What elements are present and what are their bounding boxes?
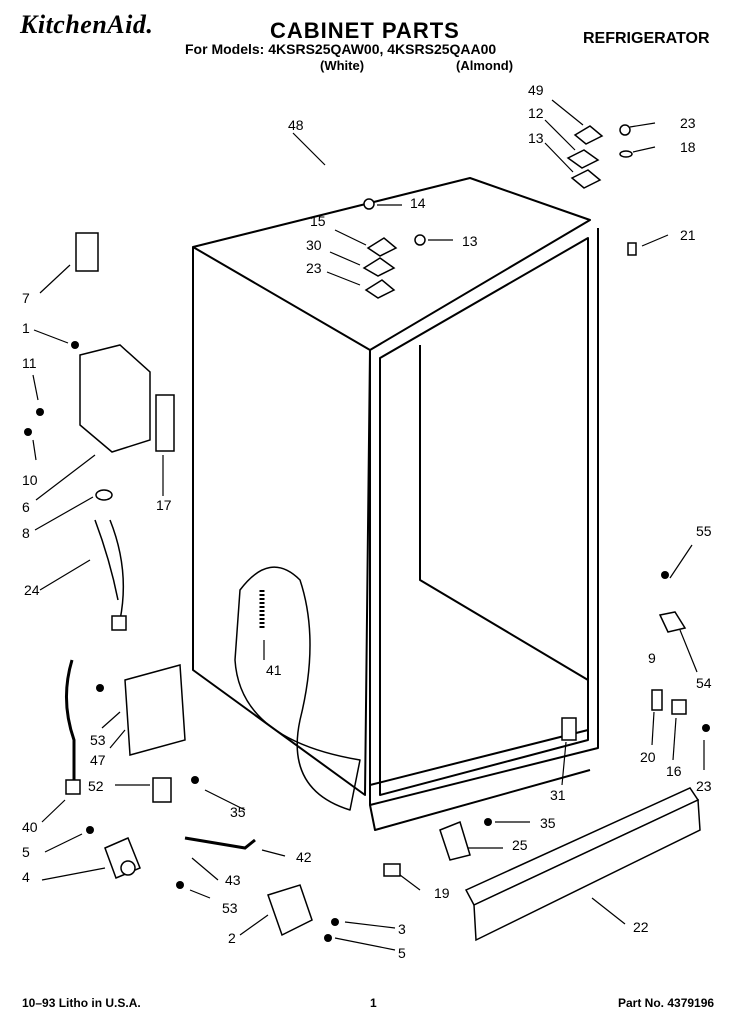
page-title: CABINET PARTS	[270, 18, 460, 43]
callout-42: 42	[296, 849, 312, 865]
callout-2: 2	[228, 930, 236, 946]
callout-53: 53	[222, 900, 238, 916]
part-20-spacer	[651, 689, 663, 711]
callout-12: 12	[528, 105, 544, 121]
callout-40: 40	[22, 819, 38, 835]
callout-13: 13	[528, 130, 544, 146]
color-white: (White)	[320, 58, 365, 73]
part-42-drain-tube	[184, 836, 256, 850]
callout-19: 19	[434, 885, 450, 901]
part-number: Part No. 4379196	[618, 996, 715, 1010]
cabinet-bottom-rail	[369, 729, 591, 831]
part-24-plug	[111, 615, 127, 631]
callout-3: 3	[398, 921, 406, 937]
callout-1: 1	[22, 320, 30, 336]
callout-13: 13	[462, 233, 478, 249]
part-52-clamp	[152, 777, 172, 803]
part-22-grille	[473, 798, 701, 942]
part-47-compressor-bracket	[124, 664, 186, 756]
cabinet-front-frame	[369, 228, 599, 806]
callout-43: 43	[225, 872, 241, 888]
part-13-hinge	[364, 279, 396, 299]
callout-41: 41	[266, 662, 282, 678]
cabinet-cutaway	[234, 566, 361, 811]
callout-14: 14	[410, 195, 426, 211]
callout-54: 54	[696, 675, 712, 691]
callout-9: 9	[648, 650, 656, 666]
callout-8: 8	[22, 525, 30, 541]
callout-23: 23	[680, 115, 696, 131]
callout-55: 55	[696, 523, 712, 539]
callout-5: 5	[398, 945, 406, 961]
part-54-bracket	[658, 611, 687, 633]
callout-24: 24	[24, 582, 40, 598]
model-numbers: For Models: 4KSRS25QAW00, 4KSRS25QAA00	[185, 41, 497, 57]
part-23-screw	[414, 234, 426, 246]
callout-31: 31	[550, 787, 566, 803]
callout-15: 15	[310, 213, 326, 229]
callout-6: 6	[22, 499, 30, 515]
callout-11: 11	[22, 355, 37, 371]
callout-16: 16	[666, 763, 682, 779]
callout-23: 23	[696, 778, 712, 794]
callout-5: 5	[22, 844, 30, 860]
callout-4: 4	[22, 869, 30, 885]
part-24-harness	[94, 519, 125, 621]
callout-23: 23	[306, 260, 322, 276]
part-7-connector	[75, 232, 99, 272]
part-12-hinge	[566, 149, 600, 169]
part-21-clip	[627, 242, 637, 256]
callout-47: 47	[90, 752, 106, 768]
part-13b-hinge	[570, 169, 602, 189]
callout-48: 48	[288, 117, 304, 133]
callout-17: 17	[156, 497, 172, 513]
brand-logo: KitchenAid.	[20, 10, 154, 39]
callout-20: 20	[640, 749, 656, 765]
part-4-wheel	[120, 860, 136, 876]
product-type: REFRIGERATOR	[583, 30, 710, 47]
part-18-washer	[619, 150, 633, 158]
callout-53: 53	[90, 732, 106, 748]
part-25-bracket	[439, 820, 471, 861]
print-info: 10–93 Litho in U.S.A.	[22, 996, 141, 1010]
cabinet-top-panel	[192, 177, 591, 351]
part-15-hinge-cover	[366, 237, 398, 257]
part-31-plate	[561, 717, 577, 741]
part-14-screw	[363, 198, 375, 210]
callout-52: 52	[88, 778, 104, 794]
callout-25: 25	[512, 837, 528, 853]
callout-10: 10	[22, 472, 38, 488]
part-23-screw-b	[619, 124, 631, 136]
part-30-hinge-shim	[362, 257, 396, 277]
part-40-power-cord	[65, 659, 76, 780]
callout-22: 22	[633, 919, 649, 935]
callout-35: 35	[540, 815, 556, 831]
cabinet-front-opening	[379, 237, 589, 796]
callout-21: 21	[680, 227, 696, 243]
part-8-grommet	[95, 489, 113, 501]
cabinet-inner-back	[419, 345, 589, 681]
callout-35: 35	[230, 804, 246, 820]
callout-49: 49	[528, 82, 544, 98]
part-2-roller	[267, 884, 313, 937]
part-16-bracket	[671, 699, 687, 715]
part-19-clip	[383, 863, 401, 877]
callout-7: 7	[22, 290, 30, 306]
page-number: 1	[370, 996, 377, 1010]
callout-18: 18	[680, 139, 696, 155]
part-49-hinge-cover	[573, 125, 604, 145]
cabinet-left-side	[192, 247, 371, 796]
color-almond: (Almond)	[456, 58, 514, 73]
part-17-bracket	[155, 394, 175, 452]
part-40-plug	[65, 779, 81, 795]
part-6-relay-box	[79, 344, 151, 453]
callout-30: 30	[306, 237, 322, 253]
